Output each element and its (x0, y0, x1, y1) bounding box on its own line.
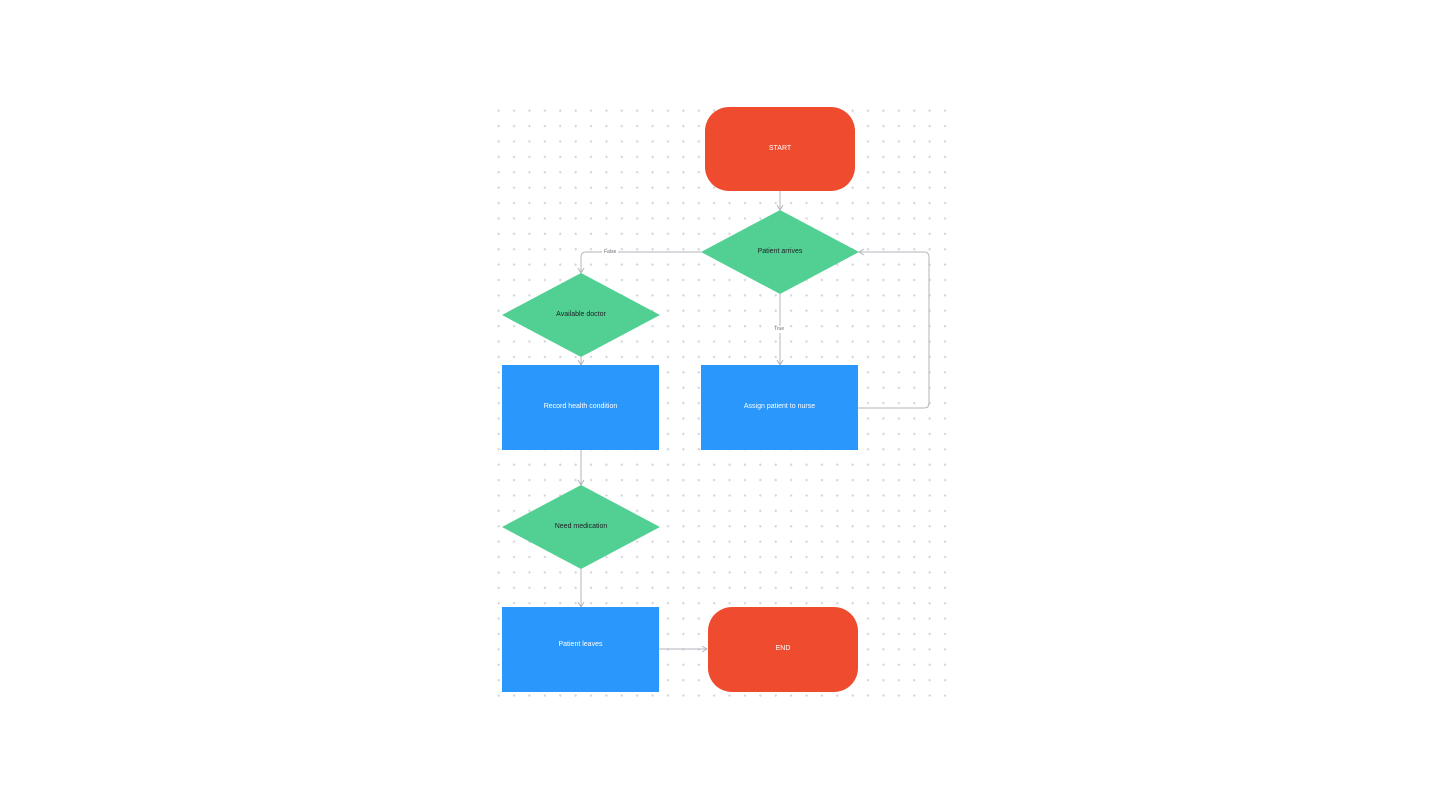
end-node[interactable]: END (708, 607, 858, 692)
available-doctor-label: Available doctor (556, 310, 606, 318)
diamond-shape (701, 210, 859, 294)
need-medication-label: Need medication (554, 522, 608, 530)
available-doctor-decision[interactable]: Available doctor (502, 273, 660, 357)
patient-leaves-label: Patient leaves (558, 641, 603, 649)
patient-arrives-label: Patient arrives (757, 247, 803, 255)
end-node-label: END (775, 645, 791, 653)
patient-leaves-node[interactable]: Patient leaves (502, 607, 659, 692)
assign-patient-to-nurse-label: Assign patient to nurse (743, 403, 816, 411)
start-node-label: START (768, 144, 792, 152)
start-node[interactable]: START (705, 107, 855, 191)
need-medication-decision[interactable]: Need medication (502, 485, 660, 569)
diamond-shape (502, 273, 660, 357)
assign-patient-to-nurse-node[interactable]: Assign patient to nurse (701, 365, 858, 450)
diamond-shape (502, 485, 660, 569)
edge-label-false: False (602, 249, 619, 256)
patient-arrives-decision[interactable]: Patient arrives (701, 210, 859, 294)
record-health-condition-label: Record health condition (543, 403, 618, 411)
record-health-condition-node[interactable]: Record health condition (502, 365, 659, 450)
edge-label-true: True (772, 326, 787, 333)
